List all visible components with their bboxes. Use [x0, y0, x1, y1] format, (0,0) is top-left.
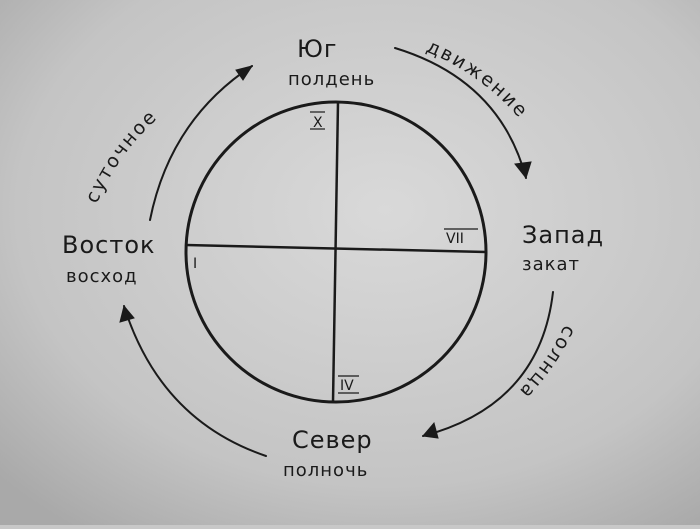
- horizon-line: [185, 243, 487, 254]
- hour-mark-right: VII: [446, 231, 464, 247]
- label-south: Юг: [297, 35, 338, 63]
- label-sunset: закат: [522, 254, 580, 275]
- arrow-north-to-east: [123, 305, 267, 457]
- arrow-south-to-west: [394, 47, 527, 179]
- arrowhead-west: [514, 161, 532, 180]
- arrowhead-east: [119, 304, 135, 323]
- label-sunrise: восход: [66, 266, 138, 287]
- label-west: Запад: [522, 221, 604, 249]
- arrow-east-to-south: [149, 65, 253, 221]
- arrowhead-south: [235, 65, 254, 81]
- arrow-west-to-north: [422, 291, 554, 437]
- label-noon: полдень: [288, 69, 375, 90]
- label-north: Север: [292, 426, 373, 454]
- hour-mark-left: I: [193, 256, 197, 272]
- label-east: Восток: [62, 231, 156, 259]
- hour-mark-top: X: [313, 115, 323, 131]
- label-midnight: полночь: [283, 460, 368, 481]
- meridian-line: [331, 101, 340, 403]
- hour-mark-bottom: IV: [340, 378, 354, 394]
- arrowhead-north: [422, 421, 439, 439]
